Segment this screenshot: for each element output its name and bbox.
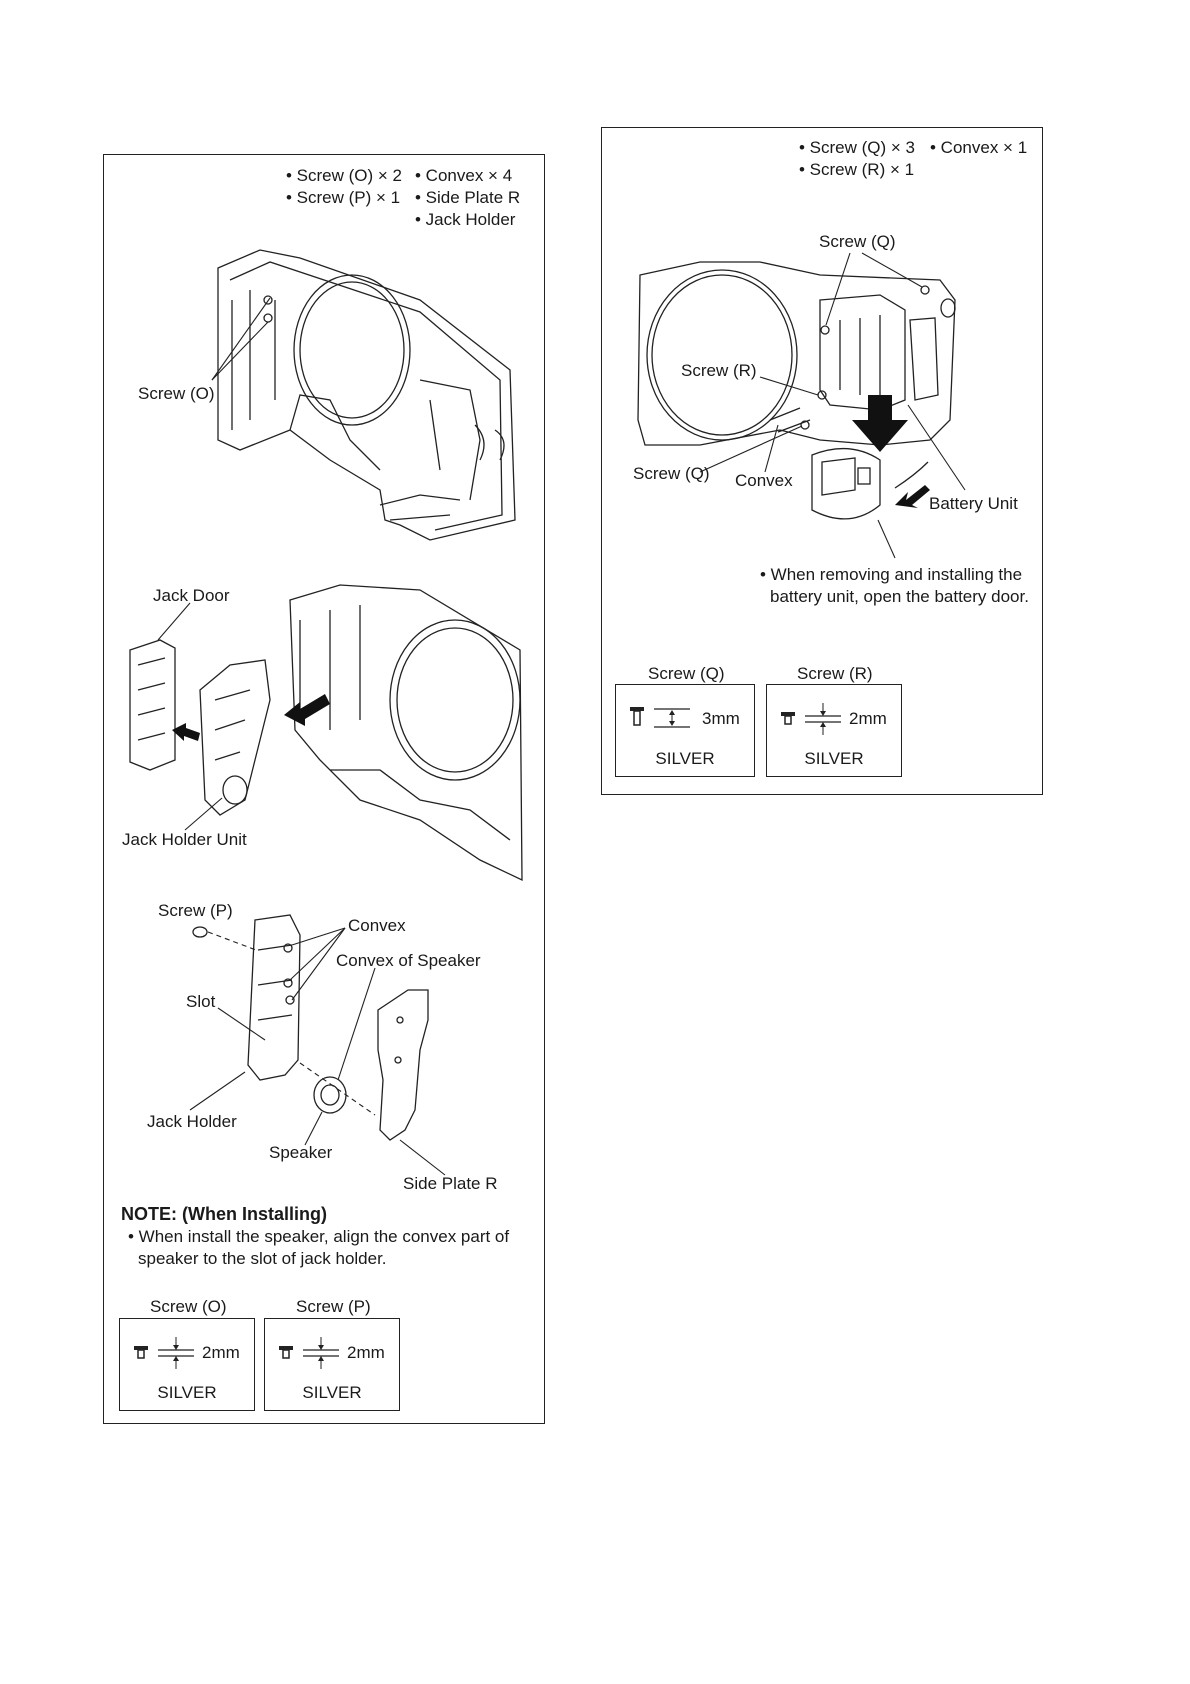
label-convex: Convex (348, 916, 406, 935)
right-procedure-panel (601, 127, 1043, 795)
screw-spec-size: 3mm (702, 709, 740, 728)
label-screw-q-top: Screw (Q) (819, 232, 896, 251)
instruction-text-line: battery unit, open the battery door. (770, 587, 1029, 606)
label-convex-of-speaker: Convex of Speaker (336, 951, 481, 970)
label-screw-p: Screw (P) (158, 901, 233, 920)
screw-icon (134, 1337, 194, 1369)
label-side-plate-r: Side Plate R (403, 1174, 498, 1193)
arrow-remove-jack-door (172, 723, 200, 741)
note-title: NOTE: (When Installing) (121, 1204, 327, 1224)
note-text-line: speaker to the slot of jack holder. (138, 1249, 387, 1268)
screw-icon (630, 707, 690, 728)
label-jack-door: Jack Door (153, 586, 230, 605)
left-parts-list-item: • Screw (O) × 2 (286, 166, 403, 185)
screw-spec-box: 2mm SILVER (119, 1318, 255, 1411)
screw-spec-name: Screw (R) (797, 664, 873, 683)
screw-spec-name: Screw (P) (296, 1297, 371, 1316)
arrow-remove-jack-holder (284, 694, 330, 726)
screw-spec-name: Screw (O) (150, 1297, 227, 1316)
screw-spec-color: SILVER (157, 1383, 217, 1402)
arrow-remove-battery (852, 395, 908, 452)
screw-spec-size: 2mm (202, 1343, 240, 1362)
screw-spec-box: 2mm SILVER (766, 684, 902, 777)
right-parts-list-item: • Screw (Q) × 3 (799, 138, 916, 157)
right-parts-list-item: • Convex × 1 (930, 138, 1028, 157)
left-parts-list-item: • Screw (P) × 1 (286, 188, 401, 207)
screw-spec-size: 2mm (849, 709, 887, 728)
left-procedure-panel (103, 154, 545, 1424)
label-screw-o: Screw (O) (138, 384, 215, 403)
screw-spec-box: 2mm SILVER (264, 1318, 400, 1411)
screw-spec-color: SILVER (655, 749, 715, 768)
screw-spec-color: SILVER (302, 1383, 362, 1402)
label-screw-q-bottom: Screw (Q) (633, 464, 710, 483)
arrow-open-door (895, 485, 930, 508)
screw-icon (781, 703, 841, 735)
left-parts-list-item: • Jack Holder (415, 210, 516, 229)
screw-spec-name: Screw (Q) (648, 664, 725, 683)
label-jack-holder: Jack Holder (147, 1112, 237, 1131)
left-parts-list-item: • Side Plate R (415, 188, 521, 207)
screw-spec-size: 2mm (347, 1343, 385, 1362)
right-parts-list-item: • Screw (R) × 1 (799, 160, 915, 179)
label-convex-right: Convex (735, 471, 793, 490)
label-jack-holder-unit: Jack Holder Unit (122, 830, 247, 849)
label-screw-r: Screw (R) (681, 361, 757, 380)
label-slot: Slot (186, 992, 216, 1011)
screw-spec-color: SILVER (804, 749, 864, 768)
left-parts-list-item: • Convex × 4 (415, 166, 513, 185)
label-speaker: Speaker (269, 1143, 333, 1162)
label-battery-unit: Battery Unit (929, 494, 1018, 513)
note-text-line: • When install the speaker, align the co… (128, 1227, 510, 1246)
screw-icon (279, 1337, 339, 1369)
screw-spec-box: 3mm SILVER (615, 684, 755, 777)
instruction-text-line: • When removing and installing the (760, 565, 1023, 584)
